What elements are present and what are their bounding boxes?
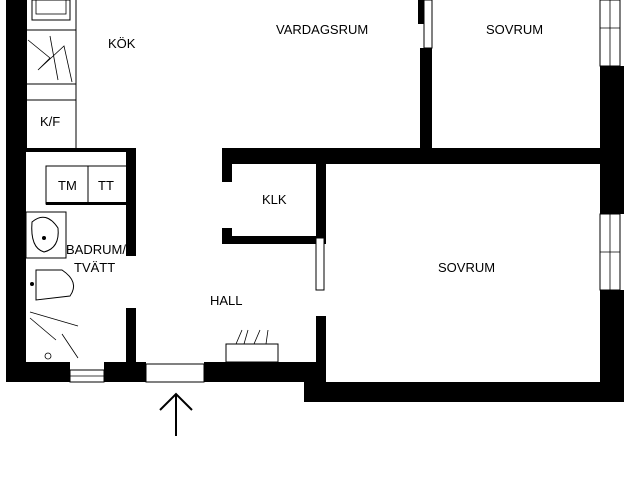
room-label-kok: KÖK bbox=[108, 36, 136, 51]
room-label-sovrum-main: SOVRUM bbox=[438, 260, 495, 275]
wall-klk-bottom bbox=[222, 236, 318, 244]
wall-right-outer-bottom bbox=[600, 290, 624, 402]
wall-right-outer-top bbox=[600, 66, 624, 214]
room-label-tt: TT bbox=[98, 178, 114, 193]
washbasin-icon bbox=[25, 211, 67, 259]
shoe-rack bbox=[225, 329, 279, 363]
wall-sovrum-left-lower bbox=[316, 316, 326, 382]
room-label-vardagsrum: VARDAGSRUM bbox=[276, 22, 368, 37]
room-label-badrum-line1: BADRUM/ bbox=[66, 242, 126, 257]
wall-badrum-right-lower bbox=[126, 308, 136, 364]
room-label-sovrum-top: SOVRUM bbox=[486, 22, 543, 37]
arrow-up-icon bbox=[159, 392, 193, 436]
wall-bottom-left bbox=[6, 362, 70, 382]
wall-klk-left-top bbox=[222, 148, 232, 182]
room-label-hall: HALL bbox=[210, 293, 243, 308]
entrance-door bbox=[145, 363, 205, 383]
wall-left-outer bbox=[6, 0, 26, 382]
bathroom-fixtures bbox=[25, 211, 79, 360]
room-label-kf: K/F bbox=[40, 114, 60, 129]
sink-icon bbox=[31, 0, 71, 21]
stove-icon bbox=[25, 29, 77, 85]
toilet-icon bbox=[35, 269, 75, 301]
kitchen-fixtures bbox=[25, 0, 77, 150]
closets bbox=[45, 165, 129, 205]
wall-bottom-mid bbox=[104, 362, 146, 382]
wall-vardagsrum-sovrum-low bbox=[420, 48, 432, 156]
room-label-badrum-line2: TVÄTT bbox=[74, 260, 115, 275]
wall-bottom-right bbox=[304, 382, 624, 402]
door-klk bbox=[315, 237, 325, 291]
room-label-klk: KLK bbox=[262, 192, 287, 207]
windows bbox=[69, 0, 621, 383]
room-label-tm: TM bbox=[58, 178, 77, 193]
door-vardagsrum-sovrum bbox=[423, 0, 433, 49]
wall-klk-right bbox=[316, 164, 326, 244]
wall-bottom-right-of-door bbox=[204, 362, 326, 382]
wall-badrum-right bbox=[126, 150, 136, 256]
walls bbox=[6, 0, 624, 402]
wall-badrum-top bbox=[26, 148, 136, 152]
wall-top-rooms-bottom bbox=[222, 148, 624, 164]
